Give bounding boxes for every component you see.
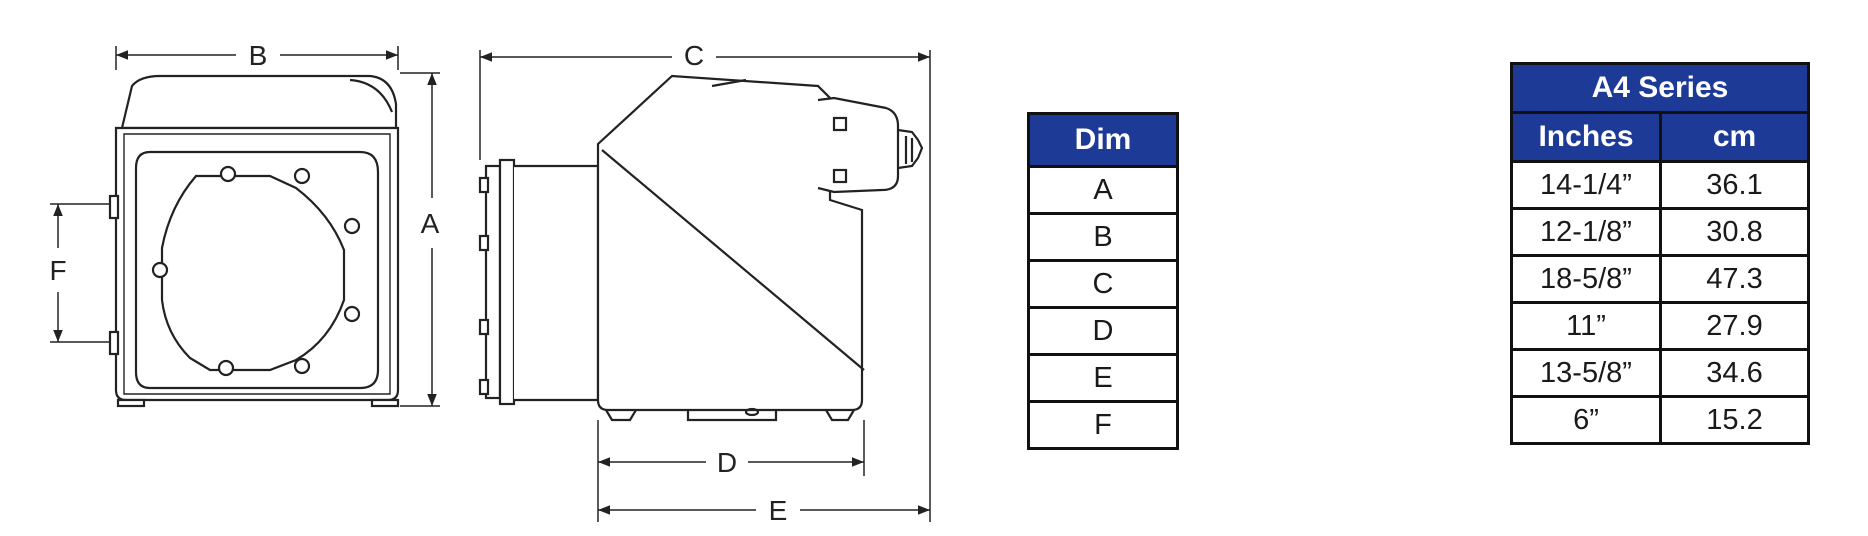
- dim-label-b: B: [249, 40, 268, 71]
- dim-table-cell: B: [1027, 212, 1179, 262]
- table-row: 14-1/4” 36.1: [1510, 160, 1810, 210]
- dim-table-cell: A: [1027, 165, 1179, 215]
- series-table-title: A4 Series: [1510, 62, 1810, 114]
- dim-table-cell: F: [1027, 400, 1179, 450]
- dim-table-cell: E: [1027, 353, 1179, 403]
- table-row: 18-5/8” 47.3: [1510, 254, 1810, 304]
- inches-cell: 12-1/8”: [1510, 207, 1662, 257]
- dim-table-cell: C: [1027, 259, 1179, 309]
- table-row: 13-5/8” 34.6: [1510, 348, 1810, 398]
- side-view: [478, 74, 924, 422]
- cm-cell: 30.8: [1659, 207, 1810, 257]
- inches-cell: 14-1/4”: [1510, 160, 1662, 210]
- dim-table: Dim A B C D E F: [1027, 112, 1179, 450]
- dim-label-f: F: [49, 255, 66, 286]
- dim-label-d: D: [717, 447, 737, 478]
- dimension-lines: [50, 46, 931, 522]
- dim-label-a: A: [421, 208, 440, 239]
- cm-cell: 34.6: [1659, 348, 1810, 398]
- cm-cell: 36.1: [1659, 160, 1810, 210]
- col-header-inches: Inches: [1510, 111, 1662, 163]
- dim-label-e: E: [769, 495, 788, 526]
- inches-cell: 18-5/8”: [1510, 254, 1662, 304]
- col-header-cm: cm: [1659, 111, 1810, 163]
- cm-cell: 27.9: [1659, 301, 1810, 351]
- table-row: 6” 15.2: [1510, 395, 1810, 445]
- table-row: 11” 27.9: [1510, 301, 1810, 351]
- inches-cell: 11”: [1510, 301, 1662, 351]
- dimension-labels: B C A F D E: [49, 40, 787, 526]
- a4-series-table: A4 Series Inches cm 14-1/4” 36.1 12-1/8”…: [1510, 62, 1810, 445]
- cm-cell: 15.2: [1659, 395, 1810, 445]
- front-view: [108, 74, 400, 408]
- dim-table-cell: D: [1027, 306, 1179, 356]
- cm-cell: 47.3: [1659, 254, 1810, 304]
- inches-cell: 6”: [1510, 395, 1662, 445]
- inches-cell: 13-5/8”: [1510, 348, 1662, 398]
- dim-table-header: Dim: [1027, 112, 1179, 168]
- dim-label-c: C: [684, 40, 704, 71]
- table-row: 12-1/8” 30.8: [1510, 207, 1810, 257]
